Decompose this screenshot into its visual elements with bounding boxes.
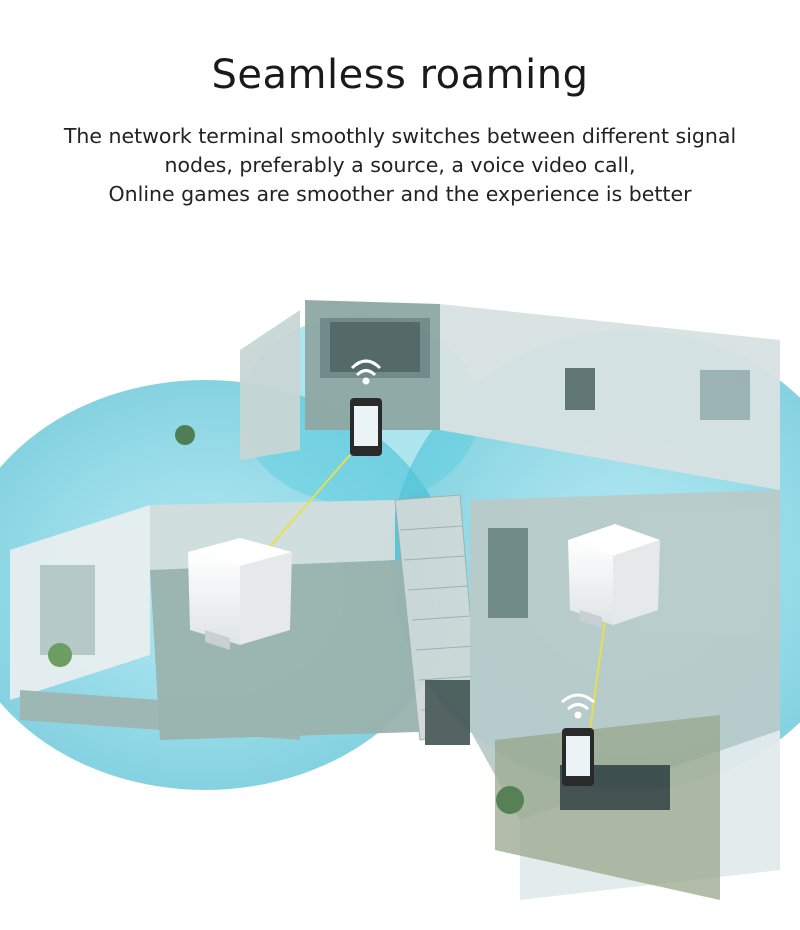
link-line-bottom bbox=[589, 619, 606, 731]
router-left bbox=[188, 538, 292, 650]
house-illustration bbox=[0, 300, 800, 900]
description-line-2: nodes, preferably a source, a voice vide… bbox=[164, 153, 636, 177]
router-right bbox=[568, 524, 660, 628]
wifi-icon-top bbox=[350, 359, 382, 385]
description-line-1: The network terminal smoothly switches b… bbox=[63, 124, 737, 148]
description: The network terminal smoothly switches b… bbox=[40, 122, 760, 209]
house bbox=[10, 300, 780, 900]
description-line-3: Online games are smoother and the experi… bbox=[108, 182, 692, 206]
wifi-icon-bottom bbox=[561, 693, 595, 719]
page-title: Seamless roaming bbox=[211, 52, 589, 98]
staircase bbox=[394, 494, 481, 741]
phone-top bbox=[350, 359, 382, 456]
phone-bottom bbox=[561, 693, 595, 786]
